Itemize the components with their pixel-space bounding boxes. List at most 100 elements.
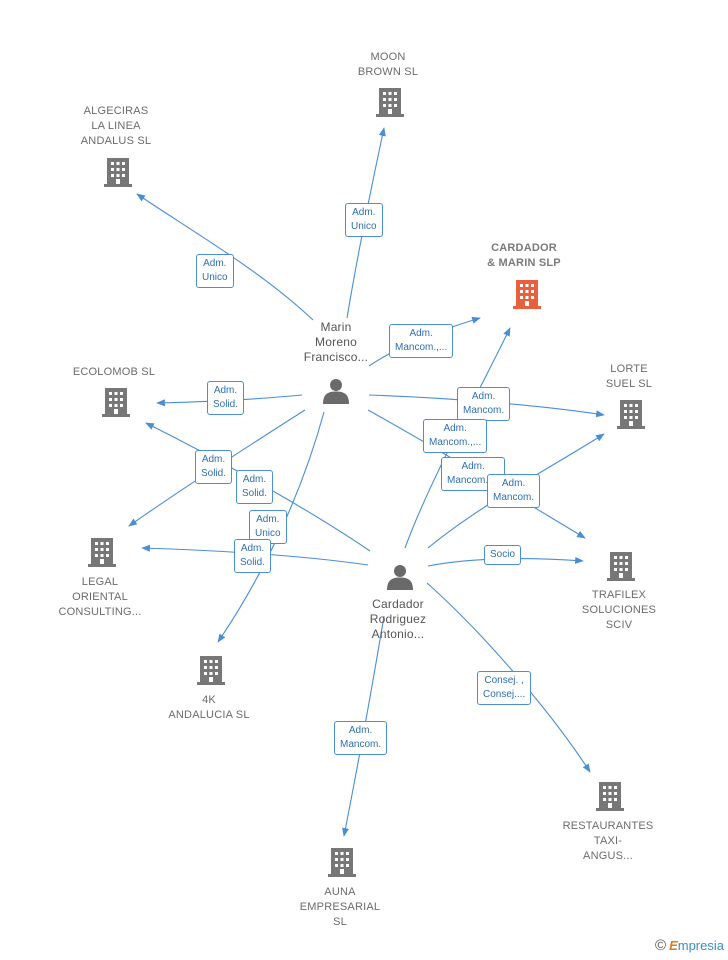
person-icon[interactable] (387, 565, 413, 590)
node-label-line: 4K (202, 694, 216, 706)
relation-label-cardador-lorte[interactable]: Adm. Mancom. (487, 474, 541, 508)
brand-logo: ©Empresia (655, 937, 724, 954)
relation-label-line: Adm. (409, 328, 433, 339)
relation-label-cardador-ecolomob[interactable]: Adm. Solid. (236, 470, 274, 504)
relation-label-marin-moon[interactable]: Adm. Unico (345, 203, 383, 237)
brand-name: mpresia (677, 938, 724, 953)
building-icon[interactable] (596, 782, 624, 811)
node-label-line: LEGAL (81, 576, 119, 588)
relation-label-line: Solid. (213, 399, 239, 410)
relation-label-line: Socio (490, 549, 516, 560)
relation-label-line: Unico (351, 221, 377, 232)
node-label-lorte[interactable]: LORTE SUEL SL (606, 362, 652, 392)
node-label-line: Rodriguez (369, 612, 427, 626)
node-label-line: RESTAURANTES (562, 820, 654, 832)
relation-label-cardador-legal[interactable]: Adm. Solid. (234, 539, 272, 573)
node-label-line: SOLUCIONES (581, 604, 657, 616)
relation-label-line: Consej.... (483, 689, 526, 700)
relation-label-line: Unico (255, 528, 281, 539)
building-icon[interactable] (513, 280, 541, 309)
relation-label-line: Mancom.,... (447, 475, 500, 486)
node-label-line: TAXI- (593, 835, 623, 847)
relation-label-line: Adm. (352, 207, 376, 218)
relation-label-marin-4k[interactable]: Adm. Unico (249, 510, 287, 544)
relation-label-line: Mancom.,... (395, 342, 448, 353)
node-label-line: ALGECIRAS (83, 105, 149, 117)
relation-label-line: Solid. (242, 488, 268, 499)
node-label-line: ORIENTAL (72, 591, 128, 603)
node-label-line: CONSULTING... (58, 606, 142, 618)
node-label-restaurantes[interactable]: RESTAURANTES TAXI- ANGUS... (563, 819, 654, 864)
node-label-line: ANDALUS SL (80, 135, 152, 147)
node-label-line: Cardador (372, 597, 424, 611)
relation-label-line: Adm. (256, 514, 280, 525)
relation-label-cardador-cmslp[interactable]: Adm. Mancom.,... (423, 419, 488, 453)
relation-label-marin-lorte[interactable]: Adm. Mancom. (457, 387, 511, 421)
relation-label-cardador-trafilex[interactable]: Socio (484, 545, 522, 565)
relation-label-marin-algeciras[interactable]: Adm. Unico (196, 254, 234, 288)
relation-label-line: Adm. (348, 725, 373, 736)
node-label-algeciras[interactable]: ALGECIRAS LA LINEA ANDALUS SL (81, 104, 151, 149)
relation-label-marin-legal[interactable]: Adm.Solid. (195, 450, 233, 484)
node-label-moon[interactable]: MOON BROWN SL (358, 50, 418, 80)
node-label-line: LA LINEA (91, 120, 141, 132)
building-icon[interactable] (328, 848, 356, 877)
relation-label-line: Adm. (213, 385, 238, 396)
relation-label-line: Adm. (242, 474, 267, 485)
relation-label-line: Mancom.,... (429, 437, 482, 448)
node-label-line: LORTE (610, 363, 648, 375)
node-label-line: SUEL SL (605, 378, 653, 390)
node-label-line: ANGUS... (583, 850, 633, 862)
relation-label-line: Mancom. (463, 405, 505, 416)
node-label-line: Moreno (315, 335, 357, 349)
node-label-line: ECOLOMOB SL (72, 366, 156, 378)
relation-label-line: Unico (202, 272, 228, 283)
copyright-symbol: © (655, 937, 667, 954)
relation-label-cardador-restaurantes[interactable]: Consej. , Consej.... (477, 671, 532, 705)
relation-label-marin-ecolomob[interactable]: Adm. Solid. (207, 381, 245, 415)
node-label-legal[interactable]: LEGAL ORIENTAL CONSULTING... (58, 575, 141, 620)
relation-label-line: Adm. (203, 258, 227, 269)
node-label-line: Marin (320, 320, 352, 334)
node-label-line: TRAFILEX (591, 589, 647, 601)
node-label-line: BROWN SL (357, 66, 419, 78)
relation-label-line: Adm. (461, 461, 485, 472)
relation-label-line: Consej. , (484, 675, 524, 686)
relation-label-line: Adm. (501, 478, 526, 489)
building-icon[interactable] (88, 538, 116, 567)
person-icon[interactable] (323, 379, 349, 404)
relation-label-line: Adm. (443, 423, 467, 434)
relation-label-line: Mancom. (340, 739, 382, 750)
relation-label-line: Mancom. (493, 492, 535, 503)
building-icon[interactable] (376, 88, 404, 117)
building-icon[interactable] (617, 400, 645, 429)
node-label-line: AUNA (324, 886, 356, 898)
node-label-auna[interactable]: AUNA EMPRESARIAL SL (300, 885, 380, 930)
building-icon[interactable] (197, 656, 225, 685)
node-label-cmslp[interactable]: CARDADOR & MARIN SLP (487, 241, 561, 271)
node-label-line: EMPRESARIAL (299, 901, 381, 913)
node-label-line: CARDADOR (491, 242, 557, 254)
edge-marin-algeciras (136, 193, 314, 321)
relation-label-line: Adm. (201, 454, 226, 465)
node-label-4k[interactable]: 4K ANDALUCIA SL (168, 693, 249, 723)
relation-label-marin-cmslp[interactable]: Adm. Mancom.,... (389, 324, 454, 358)
node-label-line: SL (333, 916, 347, 928)
node-label-line: ANDALUCIA SL (168, 709, 250, 721)
relation-label-line: Adm. (240, 543, 265, 554)
node-label-line: & MARIN SLP (487, 257, 561, 269)
node-label-ecolomob[interactable]: ECOLOMOB SL (73, 365, 155, 380)
relation-label-line: Adm. (471, 391, 496, 402)
relation-label-line: Solid. (240, 557, 266, 568)
node-label-line: Antonio... (371, 627, 425, 641)
building-icon[interactable] (607, 552, 635, 581)
node-label-line: MOON (370, 51, 406, 63)
building-icon[interactable] (104, 158, 132, 187)
building-icon[interactable] (102, 388, 130, 417)
relation-label-cardador-auna[interactable]: Adm. Mancom. (334, 721, 388, 755)
brand-initial: E (669, 938, 678, 953)
